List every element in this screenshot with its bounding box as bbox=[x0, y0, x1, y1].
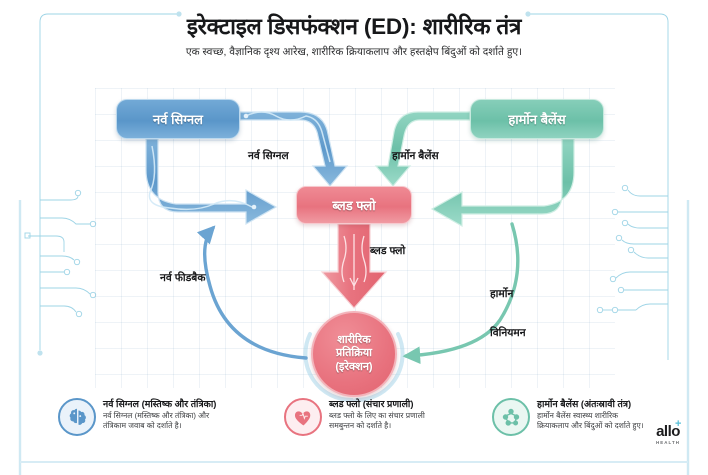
node-physical-response-line2: प्रतिक्रिया bbox=[336, 347, 372, 360]
arrow-nerve-to-blood-top bbox=[239, 111, 349, 187]
legend-desc-hormone-line1: हार्मोन बैलेंस स्वास्थ्य शारीरिक bbox=[537, 410, 619, 420]
arrow-blood-to-response bbox=[320, 223, 388, 309]
molecule-icon bbox=[492, 398, 530, 436]
legend-desc-blood-line2: समबुन्तन को दर्शाते है। bbox=[329, 421, 392, 431]
node-physical-response[interactable]: शारीरिक प्रतिक्रिया (इरेक्शन) bbox=[311, 311, 397, 397]
node-hormone-balance[interactable]: हार्मोन बैलेंस bbox=[470, 99, 604, 139]
brain-icon bbox=[58, 398, 96, 436]
brand-tagline: HEALTH bbox=[655, 440, 681, 445]
legend-text-nerve: नर्व सिग्नल (मस्तिष्क और तंत्रिका) नर्व … bbox=[103, 397, 216, 431]
arrow-hormone-to-blood-top bbox=[374, 111, 471, 187]
edge-label-hormone-regulation-line2: विनियमन bbox=[490, 326, 526, 339]
arrow-nerve-to-blood-left bbox=[145, 138, 278, 226]
arrow-hormone-regulation bbox=[402, 222, 520, 365]
node-physical-response-line3: (इरेक्शन) bbox=[335, 360, 373, 373]
node-nerve-signal[interactable]: नर्व सिग्नल bbox=[116, 99, 240, 139]
legend-item-nerve-signal[interactable]: नर्व सिग्नल (मस्तिष्क और तंत्रिका) नर्व … bbox=[58, 397, 273, 436]
legend-desc-nerve-line2: तंत्रिकाम जवाब को दर्शाते है। bbox=[103, 421, 182, 431]
legend-title-blood: ब्लड फ्लो (संचार प्रणाली) bbox=[329, 398, 414, 409]
header: इरेक्टाइल डिसफंक्शन (ED): शारीरिक तंत्र … bbox=[0, 14, 708, 59]
edge-label-hormone-regulation: हार्मोन विनियमन bbox=[490, 262, 526, 365]
node-hormone-balance-label: हार्मोन बैलेंस bbox=[508, 112, 566, 127]
legend-title-nerve: नर्व सिग्नल (मस्तिष्क और तंत्रिका) bbox=[103, 398, 217, 409]
edge-label-nerve-feedback: नर्व फीडबैक bbox=[160, 272, 206, 284]
legend-title-hormone: हार्मोन बैलेंस (अंतःस्रावी तंत्र) bbox=[537, 398, 632, 409]
legend-desc-nerve-line1: नर्व सिग्नल (मस्तिष्क और तंत्रिका) और bbox=[103, 410, 210, 420]
node-physical-response-line1: शारीरिक bbox=[337, 333, 371, 346]
node-nerve-signal-label: नर्व सिग्नल bbox=[153, 112, 203, 127]
arrow-hormone-to-blood-right bbox=[430, 138, 575, 228]
node-blood-flow[interactable]: ब्लड फ्लो bbox=[296, 186, 412, 224]
edge-label-hormone-regulation-line1: हार्मोन bbox=[490, 287, 514, 300]
page-subtitle: एक स्वच्छ, वैज्ञानिक दृश्य आरेख, शारीरिक… bbox=[185, 46, 523, 58]
legend-desc-hormone-line2: क्रियाकलाप और बिंदुओं को दर्शाते हुए। bbox=[537, 421, 644, 431]
arrow-nerve-feedback bbox=[196, 225, 308, 360]
heart-icon bbox=[284, 398, 322, 436]
edge-label-nerve-signal: नर्व सिग्नल bbox=[248, 150, 289, 162]
edge-label-hormone-balance: हार्मोन बैलेंस bbox=[392, 150, 439, 162]
legend-item-hormone-balance[interactable]: हार्मोन बैलेंस (अंतःस्रावी तंत्र) हार्मो… bbox=[492, 397, 687, 436]
page-title: इरेक्टाइल डिसफंक्शन (ED): शारीरिक तंत्र bbox=[186, 14, 522, 39]
edge-label-blood-flow: ब्लड फ्लो bbox=[370, 245, 406, 257]
legend-item-blood-flow[interactable]: ब्लड फ्लो (संचार प्रणाली) ब्लड फ्लो के ल… bbox=[284, 397, 484, 436]
legend: नर्व सिग्नल (मस्तिष्क और तंत्रिका) नर्व … bbox=[0, 392, 708, 458]
legend-desc-blood-line1: ब्लड फ्लो के लिए का संचार प्रणाली bbox=[329, 410, 425, 420]
allo-health-logo: + allo HEALTH bbox=[645, 419, 691, 446]
node-blood-flow-label: ब्लड फ्लो bbox=[332, 198, 376, 213]
brand-name: allo bbox=[656, 423, 680, 440]
plus-icon: + bbox=[675, 418, 682, 430]
legend-text-hormone: हार्मोन बैलेंस (अंतःस्रावी तंत्र) हार्मो… bbox=[537, 397, 644, 431]
legend-text-blood: ब्लड फ्लो (संचार प्रणाली) ब्लड फ्लो के ल… bbox=[329, 397, 425, 431]
response-halo bbox=[303, 332, 405, 403]
